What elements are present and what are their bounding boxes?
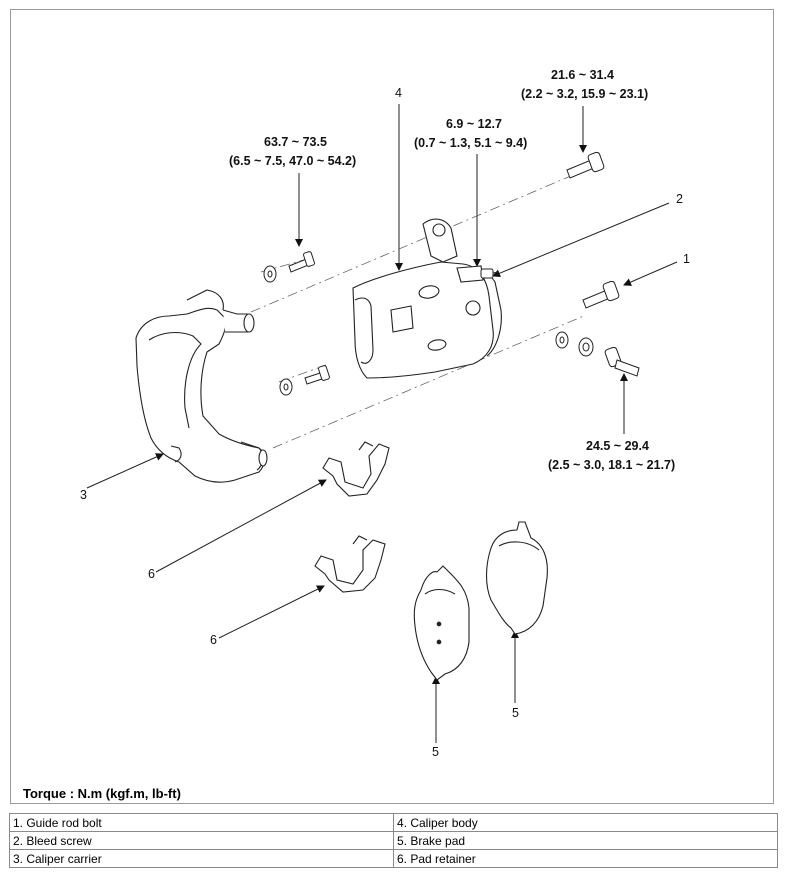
- legend-cell: 6. Pad retainer: [393, 849, 778, 868]
- leader-6b: [218, 585, 325, 639]
- callout-5a: 5: [512, 706, 519, 720]
- torque-lower-right-value: 24.5 ~ 29.4: [586, 439, 649, 453]
- callout-1: 1: [683, 252, 690, 266]
- torque-upper-left-alt: (6.5 ~ 7.5, 47.0 ~ 54.2): [229, 154, 356, 168]
- brake-pad-front: [413, 565, 470, 681]
- legend-cell: 3. Caliper carrier: [9, 849, 394, 868]
- leader-1: [623, 261, 678, 286]
- callout-6a: 6: [148, 567, 155, 581]
- pad-retainer-upper: [322, 441, 390, 497]
- callout-3: 3: [80, 488, 87, 502]
- guide-rod-bolt-right: [582, 280, 620, 309]
- pad-retainer-lower: [314, 535, 386, 593]
- torque-top-right-alt: (2.2 ~ 3.2, 15.9 ~ 23.1): [521, 87, 648, 101]
- legend-row: 1. Guide rod bolt 4. Caliper body: [9, 813, 778, 832]
- legend-row: 2. Bleed screw 5. Brake pad: [9, 831, 778, 850]
- parts-legend-table: 1. Guide rod bolt 4. Caliper body 2. Ble…: [9, 813, 778, 868]
- torque-top-right-value: 21.6 ~ 31.4: [551, 68, 614, 82]
- legend-row: 3. Caliper carrier 6. Pad retainer: [9, 849, 778, 868]
- leader-2: [492, 202, 670, 278]
- bolt-top-right: [566, 151, 605, 179]
- legend-cell: 4. Caliper body: [393, 813, 778, 832]
- legend-cell: 2. Bleed screw: [9, 831, 394, 850]
- callout-6b: 6: [210, 633, 217, 647]
- guide-rod-bolt-upper-left: [263, 251, 315, 283]
- diagram-frame: 21.6 ~ 31.4 (2.2 ~ 3.2, 15.9 ~ 23.1) 63.…: [10, 9, 774, 804]
- leader-3: [86, 453, 164, 489]
- torque-bleed-alt: (0.7 ~ 1.3, 5.1 ~ 9.4): [414, 136, 527, 150]
- caliper-body: [352, 218, 502, 379]
- torque-unit-label: Torque : N.m (kgf.m, lb-ft): [23, 786, 181, 801]
- caliper-carrier: [135, 289, 268, 483]
- callout-5b: 5: [432, 745, 439, 759]
- brake-pad-rear: [485, 521, 548, 635]
- torque-lower-right-alt: (2.5 ~ 3.0, 18.1 ~ 21.7): [548, 458, 675, 472]
- legend-cell: 5. Brake pad: [393, 831, 778, 850]
- bolt-lower-right: [604, 346, 640, 377]
- washers-lower-right: [555, 331, 594, 357]
- leader-6a: [155, 479, 327, 573]
- brake-caliper-exploded-diagram: 21.6 ~ 31.4 (2.2 ~ 3.2, 15.9 ~ 23.1) 63.…: [80, 68, 690, 759]
- torque-bleed-value: 6.9 ~ 12.7: [446, 117, 502, 131]
- bleed-screw: [480, 268, 500, 279]
- guide-rod-bolt-lower-left: [279, 365, 330, 396]
- callout-4: 4: [395, 86, 402, 100]
- legend-cell: 1. Guide rod bolt: [9, 813, 394, 832]
- torque-upper-left-value: 63.7 ~ 73.5: [264, 135, 327, 149]
- callout-2: 2: [676, 192, 683, 206]
